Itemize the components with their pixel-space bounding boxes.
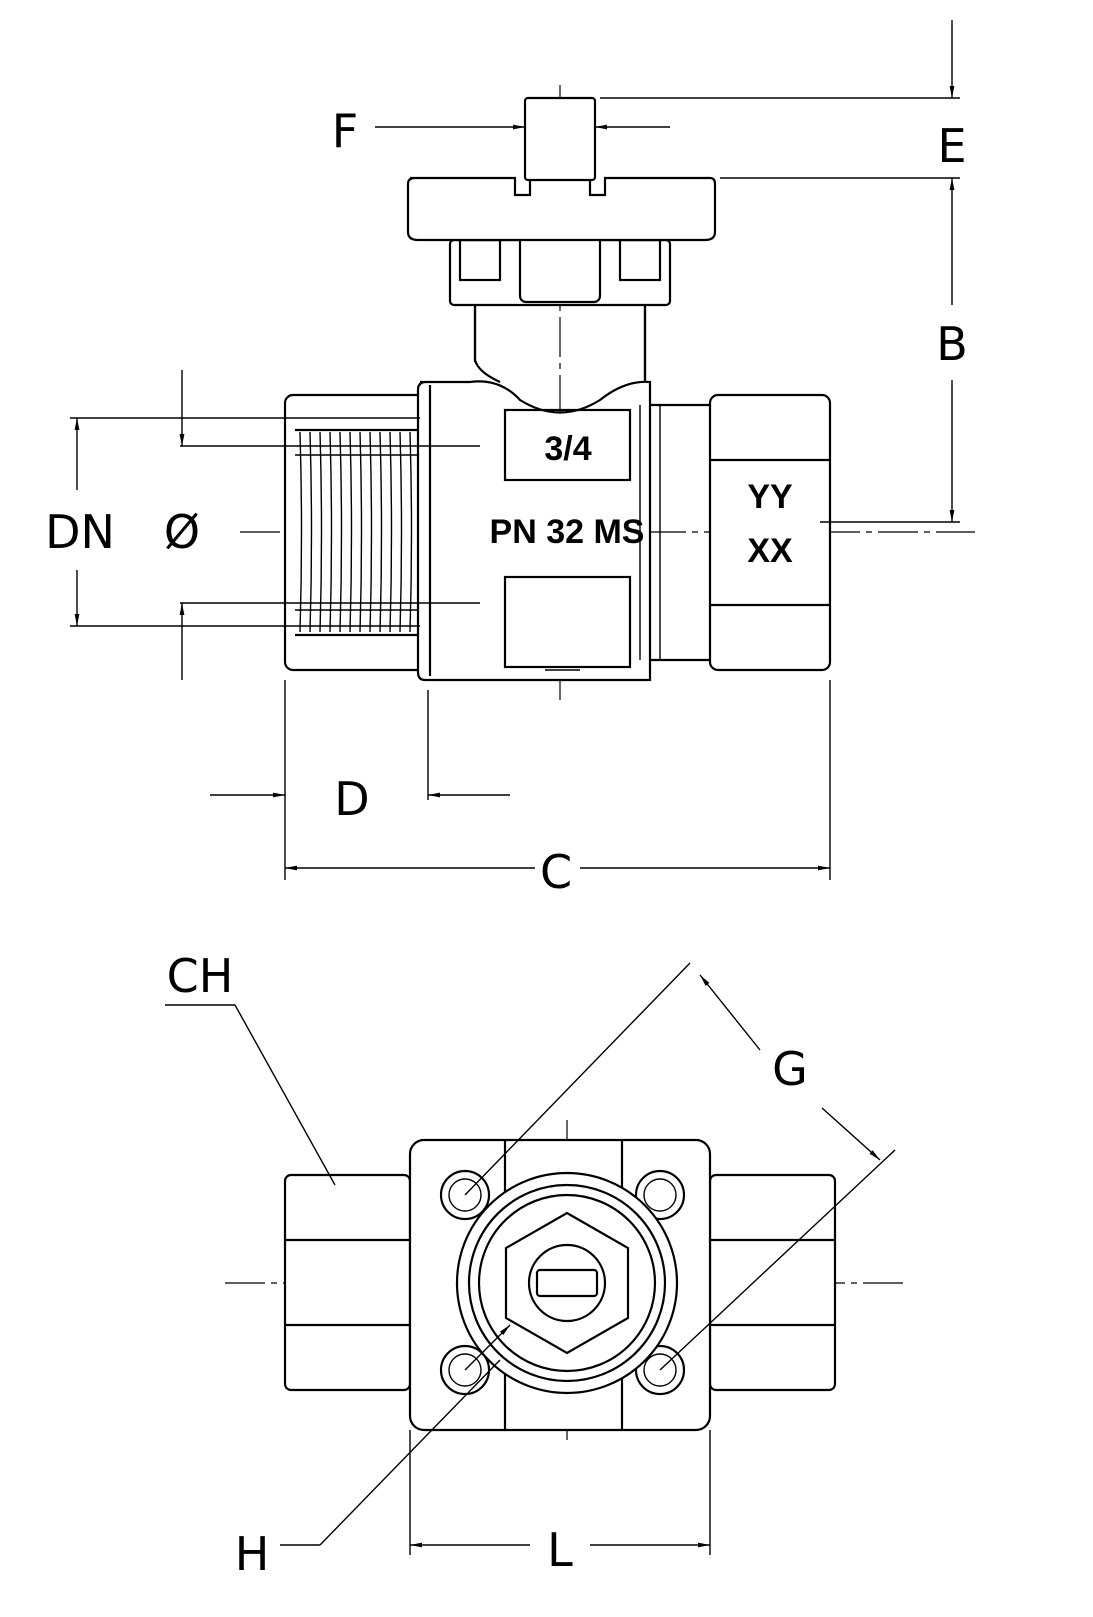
label-B: B [936,317,968,371]
dimension-phi: Ø [164,370,480,680]
left-end-hex [283,1173,412,1392]
label-H: H [235,1527,270,1581]
code-bottom-marking: XX [747,532,793,570]
label-F: F [332,104,358,158]
front-view: 3/4 PN 32 MS YY XX [240,85,975,700]
dimension-CH: CH [165,949,336,1186]
label-E: E [937,119,966,173]
dimension-DN: DN [45,417,420,627]
dimension-L: L [409,1430,711,1577]
dimension-H: H [235,1324,511,1581]
right-end-hex [708,1173,837,1392]
valve-body [416,380,710,682]
label-DN: DN [45,505,115,559]
right-hex-end [708,393,832,672]
dimension-E: E [600,20,967,179]
label-L: L [547,1523,573,1577]
label-CH: CH [167,949,234,1003]
label-C: C [540,845,572,899]
size-marking: 3/4 [544,430,591,468]
dimension-D: D [210,680,510,880]
stem-slot [535,1268,599,1298]
dimension-G: G [464,962,896,1371]
mounting-pad [406,176,717,307]
code-top-marking: YY [747,478,793,516]
label-G: G [772,1042,808,1096]
pressure-marking: PN 32 MS [490,513,645,551]
dimension-C: C [285,680,831,899]
label-D: D [334,772,369,826]
dimension-B: B [820,178,968,523]
left-threaded-end [283,393,427,672]
label-phi: Ø [164,505,200,559]
top-view [225,1120,905,1440]
valve-stem [523,96,597,182]
dimension-F: F [332,104,670,158]
